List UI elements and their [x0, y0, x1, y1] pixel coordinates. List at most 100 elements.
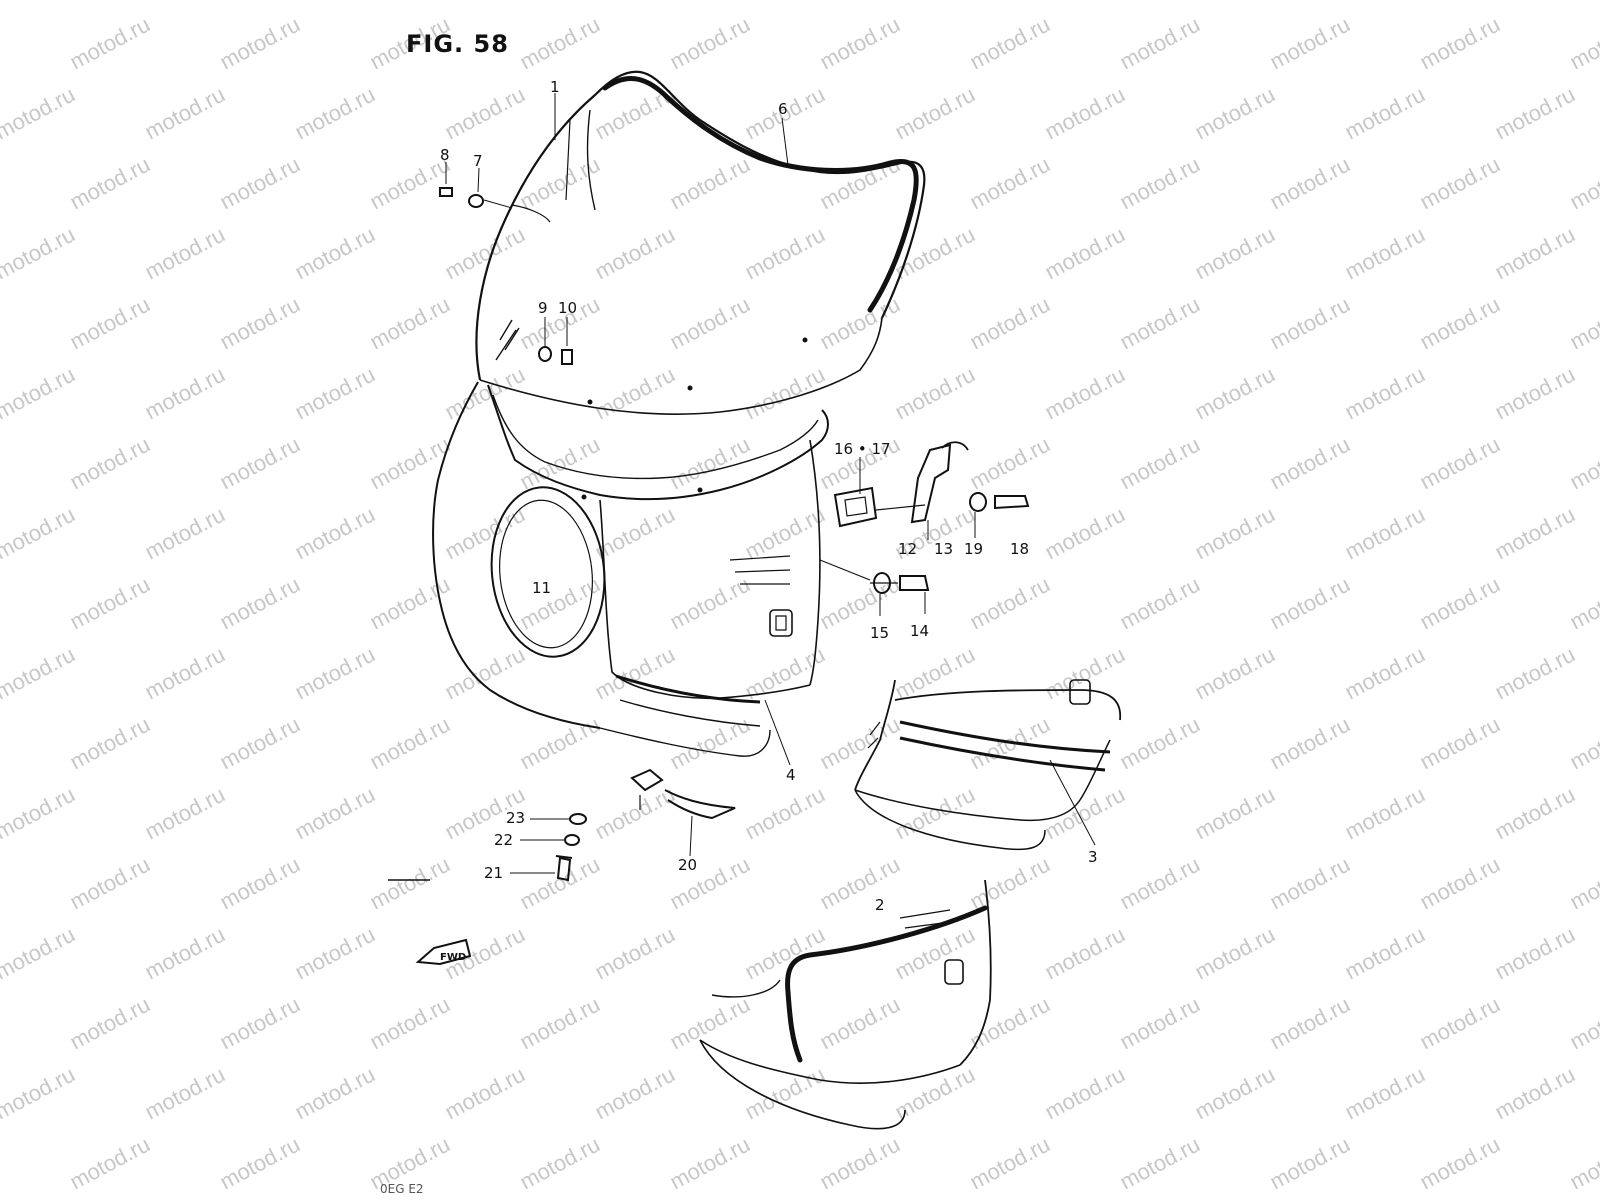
watermark-text: motod.ru: [741, 1062, 829, 1125]
watermark-text: motod.ru: [816, 992, 904, 1055]
watermark-text: motod.ru: [66, 852, 154, 915]
watermark-text: motod.ru: [441, 0, 529, 4]
watermark-text: motod.ru: [1191, 82, 1279, 145]
watermark-text: motod.ru: [0, 642, 79, 705]
watermark-text: motod.ru: [216, 992, 304, 1055]
watermark-text: motod.ru: [291, 782, 379, 845]
watermark-text: motod.ru: [366, 292, 454, 355]
watermark-text: motod.ru: [141, 782, 229, 845]
watermark-text: motod.ru: [516, 12, 604, 75]
watermark-text: motod.ru: [0, 922, 79, 985]
part-label-16-17: 16 • 17: [834, 440, 891, 458]
watermark-text: motod.ru: [891, 82, 979, 145]
watermark-text: motod.ru: [441, 502, 529, 565]
watermark-text: motod.ru: [1266, 12, 1354, 75]
watermark-text: motod.ru: [1416, 432, 1504, 495]
watermark-text: motod.ru: [141, 82, 229, 145]
watermark-text: motod.ru: [591, 922, 679, 985]
watermark-text: motod.ru: [216, 712, 304, 775]
part-label-19: 19: [964, 540, 983, 558]
watermark-text: motod.ru: [1041, 362, 1129, 425]
watermark-text: motod.ru: [1416, 12, 1504, 75]
watermark-text: motod.ru: [1491, 642, 1579, 705]
watermark-text: motod.ru: [1266, 432, 1354, 495]
watermark-text: motod.ru: [1416, 152, 1504, 215]
watermark-text: motod.ru: [366, 712, 454, 775]
watermark-text: motod.ru: [1266, 852, 1354, 915]
watermark-text: motod.ru: [1341, 0, 1429, 4]
watermark-text: motod.ru: [741, 502, 829, 565]
watermark-text: motod.ru: [1041, 922, 1129, 985]
watermark-text: motod.ru: [291, 1062, 379, 1125]
watermark-text: motod.ru: [891, 782, 979, 845]
watermark-text: motod.ru: [66, 152, 154, 215]
watermark-text: motod.ru: [816, 852, 904, 915]
watermark-text: motod.ru: [216, 12, 304, 75]
watermark-text: motod.ru: [741, 782, 829, 845]
watermark-text: motod.ru: [66, 1132, 154, 1195]
watermark-text: motod.ru: [66, 712, 154, 775]
watermark-text: motod.ru: [966, 432, 1054, 495]
watermark-text: motod.ru: [891, 0, 979, 4]
watermark-text: motod.ru: [816, 712, 904, 775]
part-label-8: 8: [440, 146, 450, 164]
watermark-text: motod.ru: [366, 852, 454, 915]
watermark-text: motod.ru: [1416, 1132, 1504, 1195]
fwd-arrow: FWD: [415, 938, 472, 966]
part-label-20: 20: [678, 856, 697, 874]
watermark-text: motod.ru: [516, 992, 604, 1055]
watermark-text: motod.ru: [441, 362, 529, 425]
part-label-7: 7: [473, 152, 483, 170]
watermark-text: motod.ru: [1341, 642, 1429, 705]
watermark-text: motod.ru: [666, 152, 754, 215]
watermark-text: motod.ru: [1566, 12, 1600, 75]
watermark-text: motod.ru: [291, 502, 379, 565]
watermark-text: motod.ru: [0, 222, 79, 285]
watermark-text: motod.ru: [966, 292, 1054, 355]
watermark-text: motod.ru: [1416, 292, 1504, 355]
watermark-text: motod.ru: [1266, 992, 1354, 1055]
watermark-text: motod.ru: [591, 0, 679, 4]
fwd-arrow-label: FWD: [440, 952, 466, 963]
part-label-15: 15: [870, 624, 889, 642]
watermark-text: motod.ru: [966, 1132, 1054, 1195]
watermark-text: motod.ru: [141, 922, 229, 985]
part-label-13: 13: [934, 540, 953, 558]
watermark-text: motod.ru: [666, 292, 754, 355]
watermark-text: motod.ru: [1191, 222, 1279, 285]
watermark-text: motod.ru: [1191, 502, 1279, 565]
watermark-text: motod.ru: [141, 1062, 229, 1125]
watermark-text: motod.ru: [1341, 82, 1429, 145]
watermark-text: motod.ru: [1566, 152, 1600, 215]
part-label-14: 14: [910, 622, 929, 640]
upper-cowling: [432, 381, 871, 757]
watermark-text: motod.ru: [0, 362, 79, 425]
part-label-18: 18: [1010, 540, 1029, 558]
part-label-1: 1: [550, 78, 560, 96]
watermark-text: motod.ru: [1341, 222, 1429, 285]
watermark-text: motod.ru: [1116, 992, 1204, 1055]
watermark-text: motod.ru: [66, 12, 154, 75]
watermark-text: motod.ru: [1191, 1062, 1279, 1125]
watermark-text: motod.ru: [891, 362, 979, 425]
watermark-text: motod.ru: [966, 852, 1054, 915]
watermark-text: motod.ru: [366, 432, 454, 495]
watermark-text: motod.ru: [66, 432, 154, 495]
part-label-4: 4: [786, 766, 796, 784]
watermark-text: motod.ru: [1491, 362, 1579, 425]
watermark-text: motod.ru: [1491, 82, 1579, 145]
watermark-text: motod.ru: [966, 572, 1054, 635]
part-label-21: 21: [484, 864, 503, 882]
watermark-text: motod.ru: [441, 642, 529, 705]
watermark-text: motod.ru: [366, 992, 454, 1055]
watermark-text: motod.ru: [141, 642, 229, 705]
watermark-text: motod.ru: [1191, 782, 1279, 845]
watermark-text: motod.ru: [1491, 782, 1579, 845]
watermark-text: motod.ru: [66, 572, 154, 635]
watermark-text: motod.ru: [666, 12, 754, 75]
watermark-text: motod.ru: [291, 642, 379, 705]
watermark-text: motod.ru: [216, 852, 304, 915]
watermark-text: motod.ru: [1341, 362, 1429, 425]
